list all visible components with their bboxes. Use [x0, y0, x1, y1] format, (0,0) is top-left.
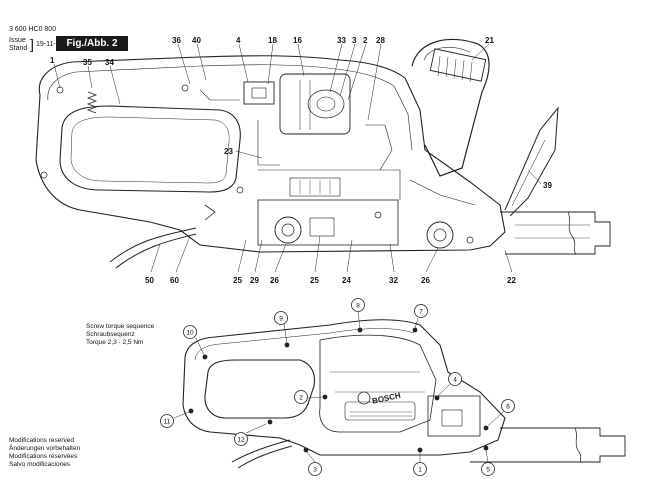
bottom-handle-opening — [204, 359, 316, 419]
gear-26-right — [426, 221, 454, 249]
callout-26b: 26 — [421, 276, 430, 285]
spring-35 — [86, 91, 98, 114]
torque-note-line1: Screw torque sequence — [86, 323, 155, 330]
top-callout-labels: 1 35 34 36 40 4 18 16 33 3 2 28 21 23 39… — [50, 36, 552, 285]
callout-32: 32 — [389, 276, 398, 285]
gear-cover — [427, 395, 481, 437]
circle-8: 8 — [356, 303, 360, 310]
circle-5: 5 — [486, 467, 490, 474]
callout-28: 28 — [376, 36, 385, 45]
circle-12: 12 — [237, 437, 245, 444]
circle-4: 4 — [453, 377, 457, 384]
circle-3: 3 — [313, 467, 317, 474]
callout-35: 35 — [83, 58, 92, 67]
callout-21: 21 — [485, 36, 494, 45]
callout-4: 4 — [236, 36, 241, 45]
callout-39: 39 — [543, 181, 552, 190]
callout-50: 50 — [145, 276, 154, 285]
callout-60: 60 — [170, 276, 179, 285]
modifications-line2: Änderungen vorbehalten — [9, 445, 81, 452]
top-leader-lines — [53, 43, 542, 273]
callout-40: 40 — [192, 36, 201, 45]
bail-handle-21 — [411, 38, 490, 177]
bottom-cable — [231, 439, 291, 463]
callout-22: 22 — [507, 276, 516, 285]
callout-3: 3 — [352, 36, 357, 45]
gear-26-left — [274, 216, 302, 244]
tool-cutaway-view — [35, 38, 611, 269]
blade — [500, 211, 611, 255]
circle-9: 9 — [279, 316, 283, 323]
motor-housing — [319, 334, 437, 433]
modifications-line1: Modifications reserved — [9, 437, 75, 444]
callout-23: 23 — [224, 147, 233, 156]
part-number: 3 600 HC0 800 — [9, 26, 57, 33]
issue-label: Issue — [9, 37, 26, 44]
housing-inner-outline — [47, 64, 413, 151]
handle-opening — [59, 105, 241, 193]
torque-note-line3: Torque 2,3 - 2,5 Nm — [86, 339, 144, 346]
motor-16 — [279, 73, 351, 135]
callout-25a: 25 — [233, 276, 242, 285]
power-cable — [109, 227, 197, 263]
bottom-blade — [470, 427, 626, 463]
modifications-line3: Modifications réservées — [9, 453, 78, 460]
callout-1: 1 — [50, 56, 55, 65]
figure-label: Fig./Abb. 2 — [56, 36, 128, 51]
issue-bracket: ] — [30, 36, 34, 52]
bottom-housing-outline — [182, 319, 506, 456]
callout-34: 34 — [105, 58, 114, 67]
modifications-line4: Salvo modificaciones — [9, 461, 71, 468]
grip-21 — [429, 48, 487, 82]
callout-36: 36 — [172, 36, 181, 45]
callout-33: 33 — [337, 36, 346, 45]
circle-10: 10 — [186, 330, 194, 337]
circle-2: 2 — [299, 395, 303, 402]
screw-sequence-circles — [160, 298, 515, 476]
screw-sequence-numbers: 8 7 9 10 4 2 6 11 12 3 1 5 — [164, 303, 511, 474]
torque-note-line2: Schraubsequenz — [86, 331, 135, 338]
callout-18: 18 — [268, 36, 277, 45]
circle-1: 1 — [418, 467, 422, 474]
callout-16: 16 — [293, 36, 302, 45]
callout-2: 2 — [363, 36, 368, 45]
switch-18 — [243, 81, 275, 105]
callout-29: 29 — [250, 276, 259, 285]
housing-outline — [35, 55, 506, 253]
issue-date: 19-11-27 — [36, 41, 64, 48]
callout-26a: 26 — [270, 276, 279, 285]
brand-logo-text: BOSCH — [371, 391, 401, 406]
tool-outline-view — [182, 319, 626, 469]
hand-guard-39 — [504, 106, 559, 217]
circle-6: 6 — [506, 404, 510, 411]
callout-25b: 25 — [310, 276, 319, 285]
callout-24: 24 — [342, 276, 351, 285]
circle-11: 11 — [164, 419, 171, 426]
stand-label: Stand — [9, 45, 28, 52]
circle-7: 7 — [419, 309, 423, 316]
gearbox-32 — [257, 199, 399, 246]
bottom-leader-lines — [173, 311, 505, 463]
